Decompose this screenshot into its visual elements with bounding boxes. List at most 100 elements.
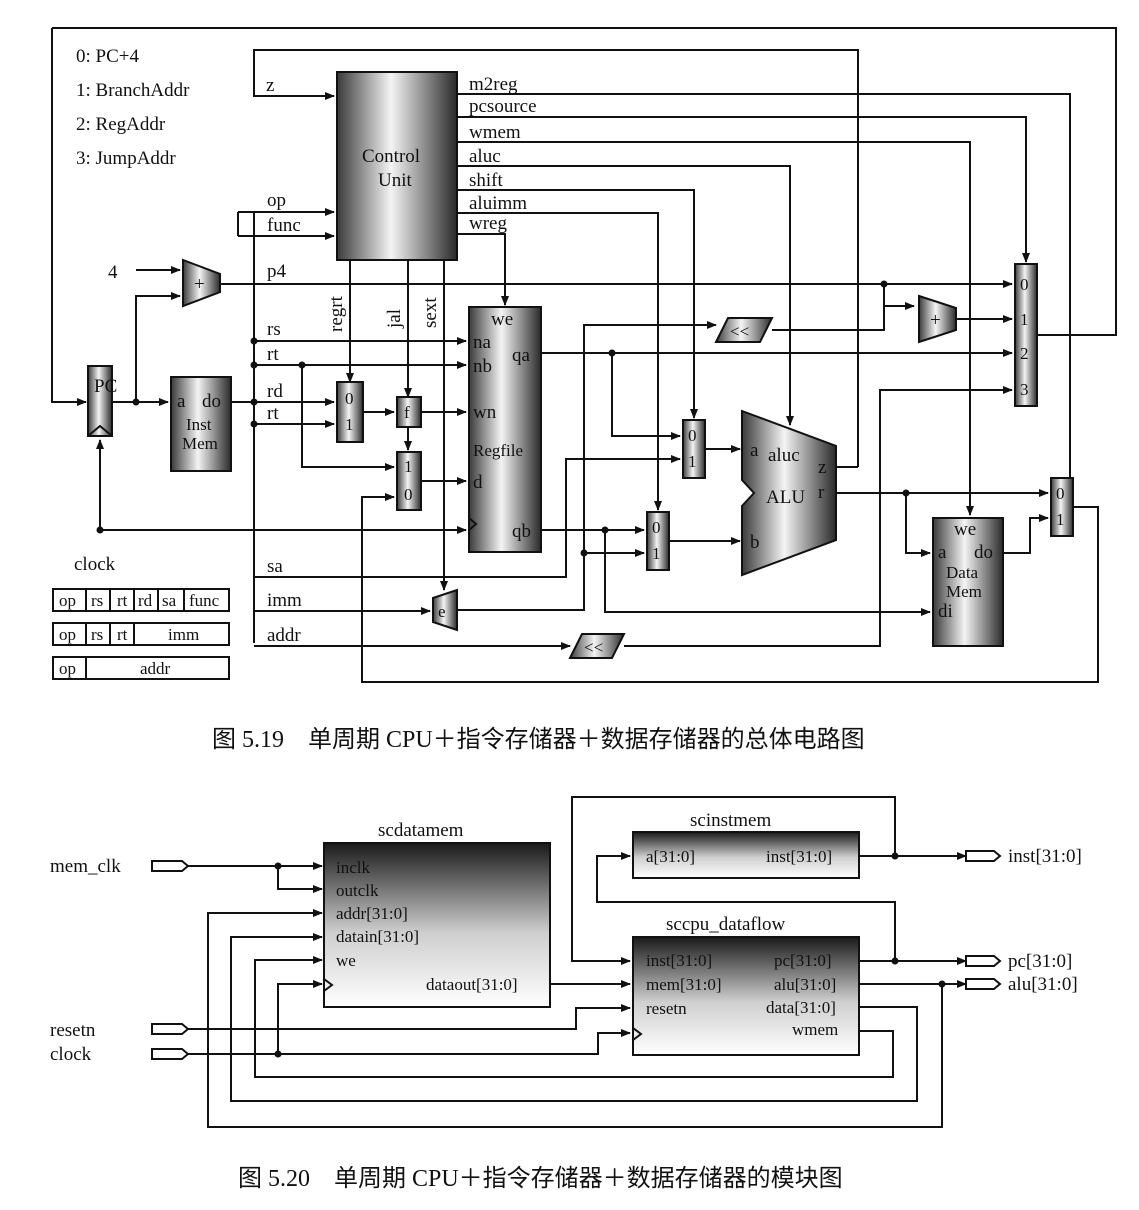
alu-port-r: r <box>818 482 825 503</box>
pc-adder <box>182 258 221 308</box>
signal-func: func <box>267 215 301 236</box>
regrt-mux <box>336 381 364 443</box>
port-resetn: resetn <box>50 1020 96 1041</box>
control-outputs: m2reg pcsource wmem aluc shift aluimm wr… <box>469 74 537 234</box>
control-unit <box>336 71 458 261</box>
input-pin-icon <box>151 860 190 872</box>
signal-op: op <box>267 190 286 211</box>
signal-aluc: aluc <box>469 146 501 167</box>
format-field: op <box>59 591 76 610</box>
alu-port-a: a <box>750 440 759 461</box>
regfile-nb: nb <box>473 356 492 377</box>
inst-mem-do: do <box>202 391 221 412</box>
sccpu-pin-out: data[31:0] <box>766 998 836 1017</box>
regfile-qa: qa <box>512 345 531 366</box>
format-field: op <box>59 625 76 644</box>
mux-port: 1 <box>652 544 661 563</box>
format-field: op <box>59 659 76 678</box>
scdatamem-out: dataout[31:0] <box>426 975 518 994</box>
format-field: func <box>189 591 220 610</box>
data-mem <box>932 517 1004 647</box>
mux-port: 0 <box>652 518 661 537</box>
scdatamem-pin: addr[31:0] <box>336 904 408 923</box>
regfile-d: d <box>473 472 483 493</box>
signal-jal: jal <box>384 309 405 329</box>
data-mem-do: do <box>974 542 993 563</box>
alu-port-b: b <box>750 532 760 553</box>
format-field: rs <box>91 591 103 610</box>
data-mem-we: we <box>954 519 976 540</box>
regfile-qb: qb <box>512 521 531 542</box>
sccpu-pin-out: pc[31:0] <box>774 951 832 970</box>
shift-left-jump <box>568 633 626 659</box>
data-mem-di: di <box>938 601 953 622</box>
figure-caption: 图 5.20 单周期 CPU＋指令存储器＋数据存储器的模块图 <box>238 1165 843 1192</box>
inst-mem-title: Mem <box>182 434 218 453</box>
signal-rd: rd <box>267 381 283 402</box>
sign-extend-block <box>432 588 458 632</box>
mux-port: 0 <box>345 389 354 408</box>
shift-label: << <box>584 638 603 657</box>
port-pc: pc[31:0] <box>1008 951 1072 972</box>
shift-left-branch <box>714 317 774 343</box>
signal-shift: shift <box>469 170 504 191</box>
branch-adder <box>918 294 957 344</box>
mux-port: 3 <box>1020 380 1029 399</box>
sccpu-pin-out: alu[31:0] <box>774 975 836 994</box>
sccpu-pin-in: inst[31:0] <box>646 951 712 970</box>
e-label: e <box>438 602 446 621</box>
scinstmem-title: scinstmem <box>690 810 771 831</box>
f-label: f <box>404 403 410 422</box>
data-mem-a: a <box>938 542 947 563</box>
signal-wmem: wmem <box>469 122 521 143</box>
scdatamem-title: scdatamem <box>378 820 464 841</box>
signal-imm: imm <box>267 590 302 611</box>
legend-item: 2: RegAddr <box>76 114 166 135</box>
sccpu-block <box>632 936 860 1056</box>
scinstmem-out: inst[31:0] <box>766 847 832 866</box>
mux-port: 2 <box>1020 344 1029 363</box>
mux-port: 0 <box>1020 275 1029 294</box>
shift-label: << <box>730 322 749 341</box>
legend-item: 1: BranchAddr <box>76 80 190 101</box>
format-field: imm <box>168 625 199 644</box>
instruction-formats: op rs rt rd sa func op rs rt imm op addr <box>52 588 230 680</box>
mux-port: 1 <box>404 457 413 476</box>
mux-port: 0 <box>688 426 697 445</box>
mux-port: 1 <box>688 452 697 471</box>
signal-p4: p4 <box>267 261 287 282</box>
figure-5-20: mem_clk resetn clock scdatamem inclk out… <box>50 796 1082 1192</box>
control-unit-title: Unit <box>378 170 413 191</box>
control-unit-title: Control <box>362 146 420 167</box>
signal-regrt: regrt <box>326 295 347 332</box>
format-field: sa <box>162 591 177 610</box>
legend-item: 3: JumpAddr <box>76 148 176 169</box>
regfile-title: Regfile <box>473 441 523 460</box>
inst-mem <box>170 376 232 472</box>
scinstmem-block <box>632 831 860 879</box>
output-pin-icon <box>965 978 1002 990</box>
format-field: rd <box>138 591 153 610</box>
port-inst: inst[31:0] <box>1008 846 1082 867</box>
regfile-we: we <box>491 309 513 330</box>
signal-rt: rt <box>267 344 279 365</box>
signal-pcsource: pcsource <box>469 96 537 117</box>
legend-item: 0: PC+4 <box>76 46 139 67</box>
pcsource-mux <box>1014 263 1038 407</box>
format-field: addr <box>140 659 171 678</box>
signal-sext: sext <box>420 297 441 328</box>
alu-title: ALU <box>766 487 805 508</box>
sccpu-pin-out: wmem <box>792 1020 838 1039</box>
scdatamem-pin: outclk <box>336 881 379 900</box>
mux-port: 0 <box>1056 484 1065 503</box>
adder-sign: + <box>194 274 205 295</box>
scdatamem-pin: inclk <box>336 858 370 877</box>
signal-sa: sa <box>267 556 283 577</box>
regfile-na: na <box>473 332 492 353</box>
port-mem-clk: mem_clk <box>50 856 121 877</box>
alu-aluc: aluc <box>768 445 800 466</box>
inst-mem-title: Inst <box>186 415 212 434</box>
pcsource-legend: 0: PC+4 1: BranchAddr 2: RegAddr 3: Jump… <box>76 46 190 169</box>
regfile-wn: wn <box>473 402 497 423</box>
